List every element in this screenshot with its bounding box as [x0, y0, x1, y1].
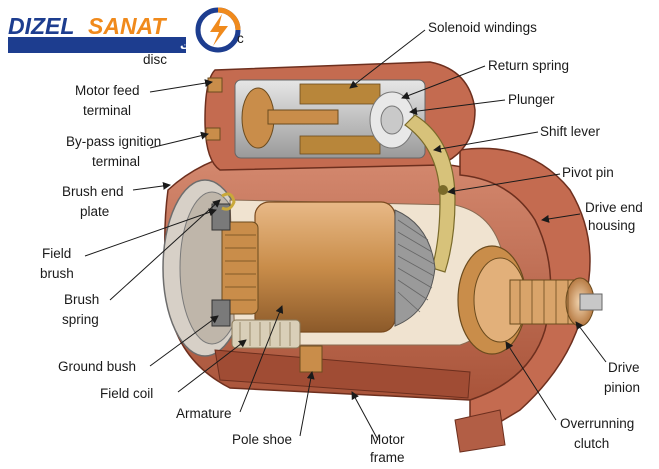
label-drive-pinion: Drive [608, 360, 640, 375]
field-coil [231, 319, 301, 349]
shift-lever [404, 114, 456, 273]
label-pivot-pin: Pivot pin [562, 165, 614, 180]
logo-brand-right: SANAT [88, 13, 167, 39]
label-pole-shoe: Pole shoe [232, 432, 292, 447]
label-return-spring: Return spring [488, 58, 569, 73]
label-plunger: Plunger [508, 92, 555, 107]
label-disc: disc [143, 52, 167, 67]
label-motor-frame-2: frame [370, 450, 405, 465]
leader-lines [84, 29, 607, 441]
label-solenoid-windings: Solenoid windings [428, 20, 537, 35]
label-motor-feed-terminal-2: terminal [83, 103, 131, 118]
label-motor-frame: Motor [370, 432, 405, 447]
label-field-brush-2: brush [40, 266, 74, 281]
pole-shoe [299, 345, 323, 373]
drive-pinion [509, 277, 603, 327]
label-disc-partial: c [237, 31, 244, 46]
label-brush-end-plate: Brush end [62, 184, 124, 199]
label-brush-spring-2: spring [62, 312, 99, 327]
solenoid-windings [299, 83, 381, 155]
label-shift-lever: Shift lever [540, 124, 601, 139]
label-bypass-ignition-terminal-2: terminal [92, 154, 140, 169]
armature [221, 201, 436, 333]
label-ground-bush: Ground bush [58, 359, 136, 374]
label-overrunning-clutch-2: clutch [574, 436, 609, 451]
label-brush-end-plate-2: plate [80, 204, 109, 219]
labels: c disc Motor feed terminal By-pass ignit… [40, 20, 643, 465]
label-bypass-ignition-terminal: By-pass ignition [66, 134, 161, 149]
label-overrunning-clutch: Overrunning [560, 416, 634, 431]
label-drive-end-housing-2: housing [588, 218, 635, 233]
label-brush-spring: Brush [64, 292, 99, 307]
label-armature: Armature [176, 406, 232, 421]
dizelsanat-logo: DIZEL SANAT هلدینگ ققنوس دیزل صنعت [8, 7, 331, 53]
logo-emblem-icon [195, 7, 241, 53]
label-drive-end-housing: Drive end [585, 200, 643, 215]
label-field-coil: Field coil [100, 386, 153, 401]
label-drive-pinion-2: pinion [604, 380, 640, 395]
logo-banner [8, 37, 186, 53]
label-motor-feed-terminal: Motor feed [75, 83, 140, 98]
solenoid [204, 61, 476, 171]
label-field-brush: Field [42, 246, 71, 261]
logo-brand-left: DIZEL [8, 13, 74, 39]
